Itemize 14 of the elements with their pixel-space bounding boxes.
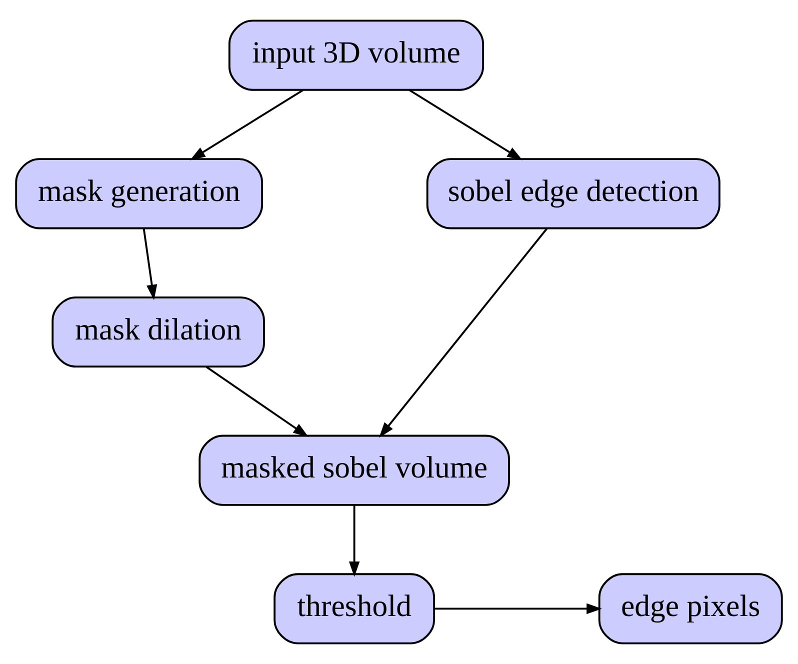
- node-box: input 3D volume: [228, 20, 484, 91]
- node-box: threshold: [274, 573, 436, 644]
- node-box: masked sobel volume: [198, 434, 510, 506]
- arrow: [434, 603, 602, 614]
- arrow: [408, 89, 523, 160]
- arrow: [206, 366, 309, 438]
- arrow: [142, 228, 158, 300]
- node-box: edge pixels: [598, 573, 783, 644]
- arrow: [379, 228, 548, 438]
- arrow: [190, 89, 304, 160]
- node-box: mask generation: [15, 158, 264, 230]
- node-box: sobel edge detection: [426, 158, 720, 230]
- node-box: mask dilation: [52, 296, 265, 368]
- arrow: [348, 506, 360, 577]
